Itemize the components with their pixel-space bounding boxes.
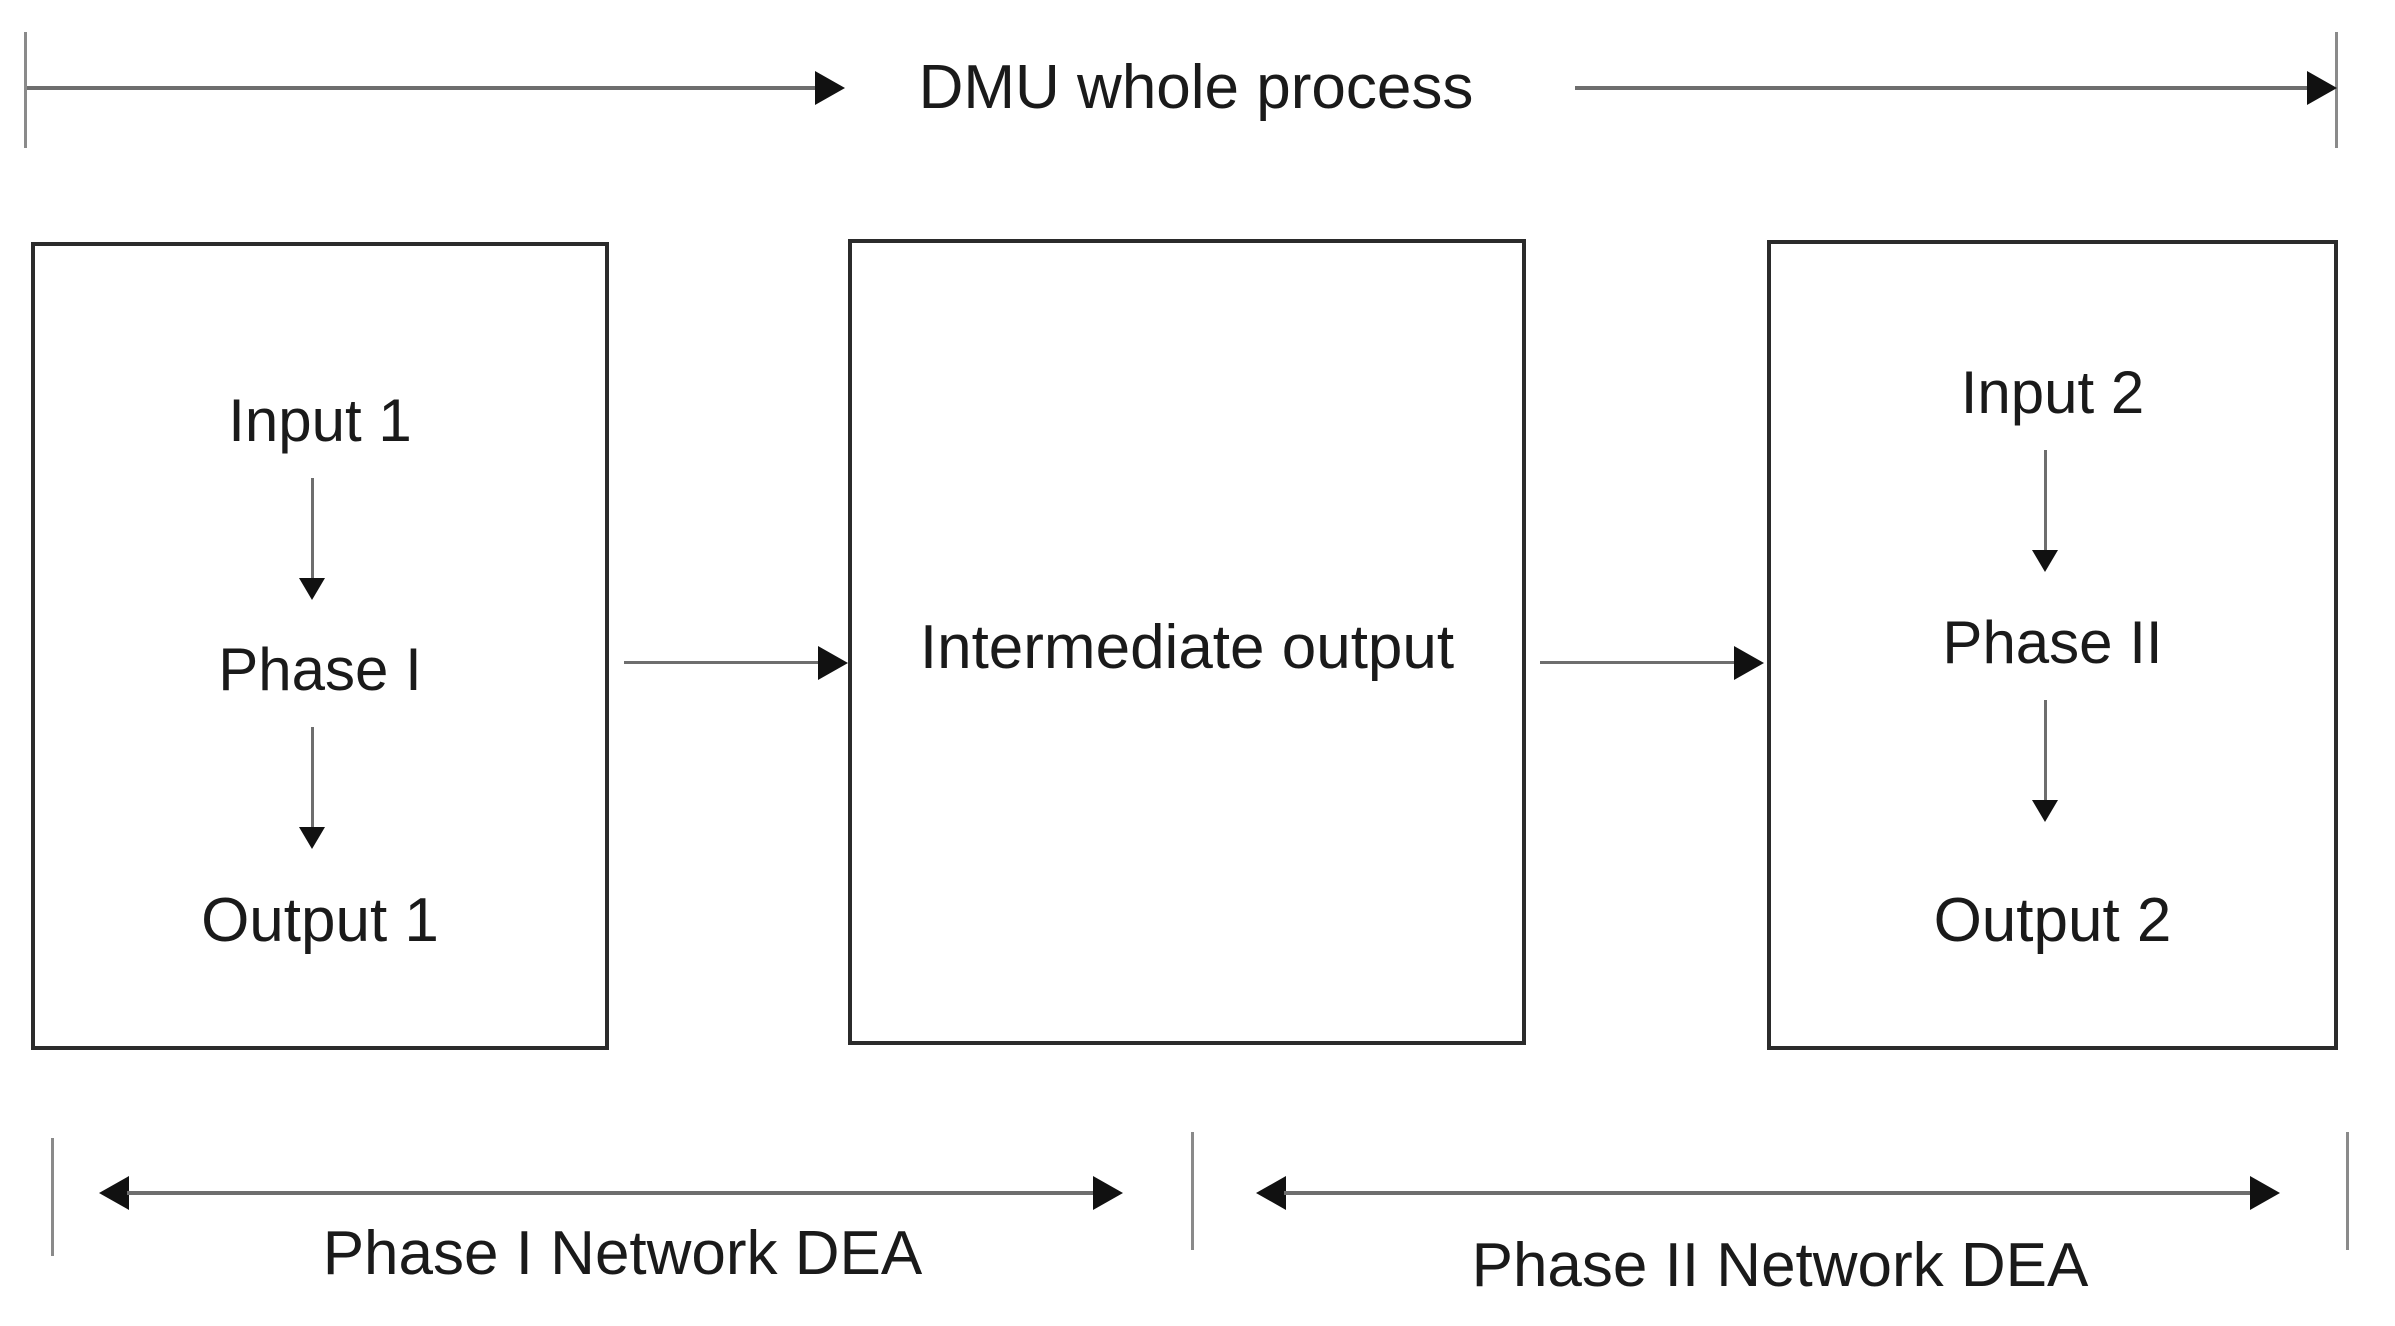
phase-2-box	[1767, 240, 2338, 1050]
phase-2-input-label: Input 2	[1960, 359, 2145, 426]
bottom-bracket-1-label: Phase I Network DEA	[322, 1219, 923, 1288]
phase-1-output-label: Output 1	[201, 886, 439, 955]
phase-1-box	[31, 242, 609, 1050]
top-bracket-right-line	[1575, 86, 2307, 90]
phase-2-process-to-output-arrowhead	[2032, 800, 2058, 822]
phase-2-input-to-process-arrowhead	[2032, 550, 2058, 572]
phase-1-input-to-process-line	[311, 478, 314, 588]
connector-phase1-line	[624, 661, 820, 664]
bottom-bracket-2-line	[1284, 1191, 2252, 1195]
bottom-bracket-2-right-tick	[2346, 1132, 2349, 1250]
intermediate-output-box	[848, 239, 1526, 1045]
phase-1-process-to-output-line	[311, 727, 314, 837]
phase-1-input-label: Input 1	[228, 387, 412, 454]
bottom-bracket-1-left-tick	[51, 1138, 54, 1256]
connector-phase2-arrowhead	[1734, 646, 1764, 680]
top-bracket-left-arrowhead	[815, 71, 845, 105]
top-bracket-right-arrowhead	[2307, 71, 2337, 105]
top-bracket-left-line	[27, 86, 817, 90]
phase-1-process-to-output-arrowhead	[299, 827, 325, 849]
bottom-bracket-1-right-tick	[1191, 1132, 1194, 1250]
bottom-bracket-2-label: Phase II Network DEA	[1471, 1231, 2089, 1300]
connector-phase2-line	[1540, 661, 1736, 664]
phase-2-process-to-output-line	[2044, 700, 2047, 810]
bottom-bracket-2-left-arrowhead	[1256, 1176, 1286, 1210]
phase-1-process-label: Phase I	[218, 636, 422, 703]
phase-2-input-to-process-line	[2044, 450, 2047, 560]
intermediate-output-label: Intermediate output	[919, 613, 1455, 682]
bottom-bracket-1-left-arrowhead	[99, 1176, 129, 1210]
phase-2-process-label: Phase II	[1942, 609, 2163, 676]
bottom-bracket-2-right-arrowhead	[2250, 1176, 2280, 1210]
phase-1-input-to-process-arrowhead	[299, 578, 325, 600]
bottom-bracket-1-right-arrowhead	[1093, 1176, 1123, 1210]
bottom-bracket-1-line	[127, 1191, 1095, 1195]
top-bracket-left-tick	[24, 32, 27, 148]
connector-phase1-arrowhead	[818, 646, 848, 680]
top-bracket-label: DMU whole process	[918, 53, 1474, 122]
phase-2-output-label: Output 2	[1933, 886, 2172, 955]
